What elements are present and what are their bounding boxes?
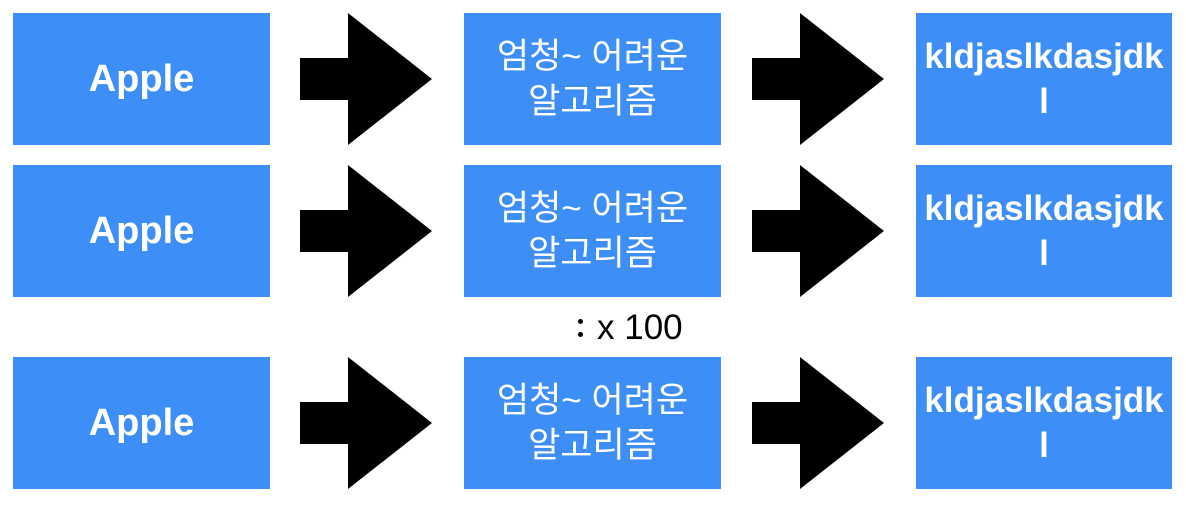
input-box-row-3: Apple (13, 357, 270, 489)
algorithm-box-row-2: 엄청~ 어려운 알고리즘 (464, 165, 721, 297)
vertical-ellipsis-icon (578, 311, 583, 345)
repeat-indicator: x 100 (578, 306, 683, 350)
right-arrow-icon (752, 13, 884, 145)
right-arrow-icon (300, 357, 432, 489)
repeat-label: x 100 (597, 308, 683, 347)
right-arrow-icon (752, 357, 884, 489)
algorithm-box-row-3: 엄청~ 어려운 알고리즘 (464, 357, 721, 489)
right-arrow-icon (300, 165, 432, 297)
output-box-row-2: kldjaslkdasjdkl (916, 165, 1172, 297)
right-arrow-icon (752, 165, 884, 297)
algorithm-box-row-1: 엄청~ 어려운 알고리즘 (464, 13, 721, 145)
input-box-row-1: Apple (13, 13, 270, 145)
right-arrow-icon (300, 13, 432, 145)
output-box-row-3: kldjaslkdasjdkl (916, 357, 1172, 489)
input-box-row-2: Apple (13, 165, 270, 297)
output-box-row-1: kldjaslkdasjdkl (916, 13, 1172, 145)
